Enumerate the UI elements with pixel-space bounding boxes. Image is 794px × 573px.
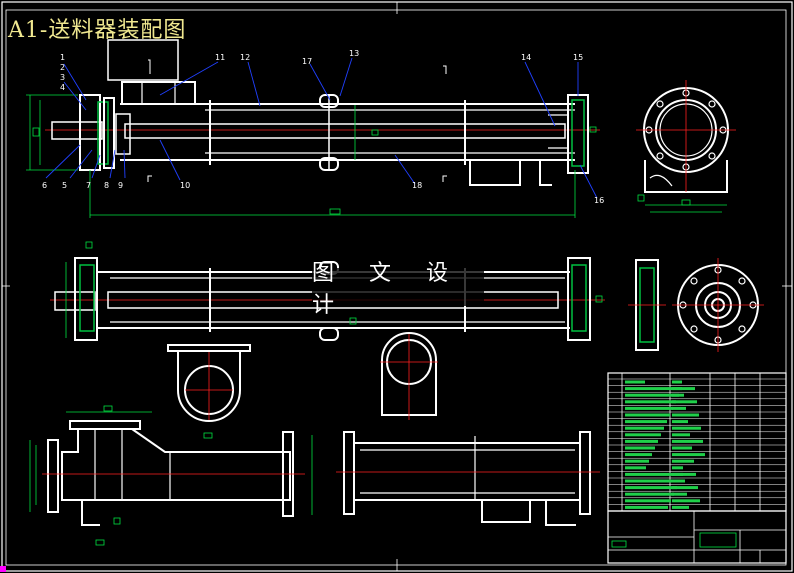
table-row-text bbox=[625, 387, 682, 391]
table-row-text bbox=[672, 413, 699, 417]
table-row-text bbox=[625, 406, 673, 410]
table-row-text bbox=[625, 453, 652, 457]
table-row-text bbox=[625, 499, 671, 503]
table-row-text bbox=[672, 433, 690, 437]
flange-front-centerlines bbox=[672, 258, 764, 352]
table-row-text bbox=[672, 400, 697, 404]
watermark: 图 文 设 计 bbox=[312, 261, 484, 318]
parts-list-rows bbox=[608, 378, 786, 509]
table-row-text bbox=[672, 380, 682, 384]
table-row-text bbox=[625, 492, 674, 496]
flange-edge-view bbox=[628, 259, 666, 351]
table-row-text bbox=[672, 393, 684, 397]
part-number: 17 bbox=[302, 57, 312, 66]
table-row-text bbox=[672, 459, 694, 463]
part-number: 1 bbox=[60, 53, 65, 62]
part-number: 15 bbox=[573, 53, 583, 62]
part-number: 14 bbox=[521, 53, 531, 62]
part-number: 13 bbox=[349, 49, 359, 58]
part-number: 6 bbox=[42, 181, 47, 190]
table-row-text bbox=[672, 446, 692, 450]
part-number: 4 bbox=[60, 83, 65, 92]
part-number: 5 bbox=[62, 181, 67, 190]
inlet-tube-part-view bbox=[47, 420, 294, 526]
table-row-text bbox=[672, 505, 689, 509]
leader-lines bbox=[45, 57, 598, 199]
table-row-text bbox=[672, 479, 685, 483]
part-number: 3 bbox=[60, 73, 65, 82]
part-number: 2 bbox=[60, 63, 65, 72]
part-number: 7 bbox=[86, 181, 91, 190]
table-row-text bbox=[625, 486, 677, 490]
main-view bbox=[45, 39, 600, 186]
hopper-part-view bbox=[167, 344, 251, 439]
title-block bbox=[607, 510, 787, 564]
part-number: 9 bbox=[118, 181, 123, 190]
part-number: 10 bbox=[180, 181, 190, 190]
table-row-text bbox=[672, 486, 698, 490]
table-row-text bbox=[625, 505, 668, 509]
main-view-dimensions bbox=[26, 94, 597, 218]
side-view-centerlines bbox=[636, 80, 736, 192]
table-row-text bbox=[672, 472, 696, 476]
table-row-text bbox=[625, 413, 670, 417]
table-row-text bbox=[625, 380, 645, 384]
outlet-part-view bbox=[380, 332, 438, 420]
table-row-text bbox=[625, 433, 661, 437]
table-row-text bbox=[672, 387, 695, 391]
inner-frame bbox=[5, 9, 787, 566]
part-number: 8 bbox=[104, 181, 109, 190]
table-row-text bbox=[672, 426, 701, 430]
table-row-text bbox=[625, 439, 658, 443]
part-number: 11 bbox=[215, 53, 225, 62]
table-row-text bbox=[672, 492, 687, 496]
table-row-text bbox=[625, 446, 655, 450]
table-row-text bbox=[625, 479, 680, 483]
table-row-text bbox=[625, 393, 679, 397]
table-row-text bbox=[672, 466, 683, 470]
table-row-text bbox=[672, 499, 700, 503]
table-row-text bbox=[672, 453, 705, 457]
table-row-text bbox=[672, 439, 703, 443]
side-view-dimensions bbox=[637, 194, 727, 213]
part-number-labels: 1 2 3 4 6 5 7 8 9 10 11 12 17 13 14 15 1… bbox=[42, 49, 604, 205]
table-row-text bbox=[625, 420, 667, 424]
table-row-text bbox=[672, 420, 688, 424]
table-row-text bbox=[625, 400, 676, 404]
corner-marker bbox=[0, 566, 6, 572]
table-row-text bbox=[625, 459, 649, 463]
table-row-text bbox=[625, 426, 664, 430]
table-row-text bbox=[625, 466, 646, 470]
part-number: 12 bbox=[240, 53, 250, 62]
part-number: 16 bbox=[594, 196, 604, 205]
table-row-text bbox=[625, 472, 683, 476]
inlet-tube-dimensions bbox=[29, 405, 313, 546]
outer-tube-part-view bbox=[343, 431, 591, 526]
section-view-dimensions bbox=[65, 241, 603, 338]
part-number: 18 bbox=[412, 181, 422, 190]
table-row-text bbox=[672, 406, 686, 410]
drawing-title: A1-送料器装配图 bbox=[8, 18, 187, 43]
